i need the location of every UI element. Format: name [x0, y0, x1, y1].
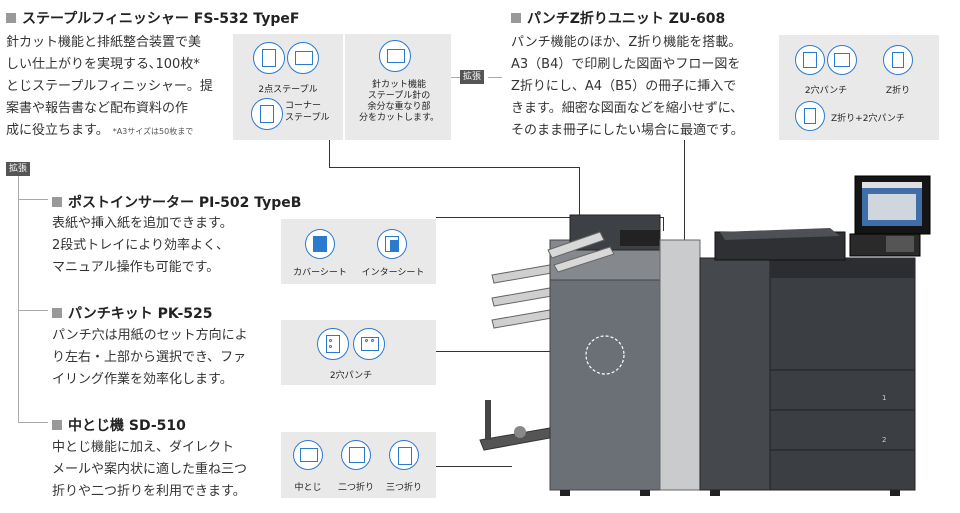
saddle-stitch-label: 中とじ	[294, 483, 322, 493]
pointer-line-staple	[329, 140, 330, 168]
zfold-label: Z折り	[885, 86, 911, 96]
bi-fold-label: 二つ折り	[337, 483, 374, 493]
bullet-square	[52, 420, 62, 430]
sd510-description: 中とじ機能に加え、ダイレクトメールや案内状に適した重ね三つ折りや二つ折りを利用で…	[52, 440, 248, 499]
fs532-description: 針カット機能と排紙整合装置で美 しい仕上がりを実現する､100枚* とじステープ…	[6, 35, 213, 138]
zfold-unit	[659, 239, 701, 491]
fs532-icon-panel: 2点ステープル コーナーステープル 針カット機能ステープル針の余分な重なり部分を…	[233, 34, 451, 140]
bullet-square	[52, 308, 62, 318]
punch-a-icon	[795, 45, 825, 75]
needle-cut-icon	[379, 40, 411, 72]
connector-line	[451, 77, 461, 78]
punch-horizontal-icon	[353, 328, 385, 360]
staple-a-icon	[253, 42, 285, 74]
corner-staple-icon	[251, 98, 283, 130]
pointer-line-inserter	[436, 217, 664, 218]
sd510-title: 中とじ機 SD-510	[52, 415, 186, 435]
tri-fold-icon	[389, 440, 419, 470]
tray-number-1: 1	[882, 394, 886, 402]
inter-sheet-icon	[377, 229, 407, 259]
pk525-description: パンチ穴は用紙のセット方向により左右・上部から選択でき、ファイリング作業を効率化…	[52, 328, 248, 387]
pointer-line-staple	[579, 167, 580, 217]
finisher-body	[549, 239, 661, 491]
tray-number-2: 2	[882, 436, 886, 444]
expand-tag-left: 拡張	[6, 162, 31, 176]
punch-highlight-circle	[585, 335, 625, 375]
pi502-description: 表紙や挿入紙を追加できます。2段式トレイにより効率よく、マニュアル操作も可能です…	[52, 216, 233, 275]
zfold-punch-icon	[795, 101, 825, 131]
tree-branch-line	[18, 199, 48, 200]
finisher-trays	[491, 264, 553, 329]
pointer-line-saddle	[436, 466, 512, 467]
bullet-square	[511, 13, 521, 23]
pk525-icon-panel: 2穴パンチ	[281, 320, 436, 385]
fs532-note: *A3サイズは50枚まで	[112, 127, 194, 136]
panel-divider	[343, 34, 345, 140]
pointer-line-punch	[436, 351, 590, 352]
needle-cut-label: 針カット機能ステープル針の余分な重なり部分をカットします。	[358, 80, 440, 123]
corner-staple-label: コーナーステープル	[285, 101, 330, 123]
punch-vertical-icon	[317, 328, 349, 360]
tree-trunk-line	[18, 176, 19, 422]
zu608-icon-panel: 2穴パンチ Z折り Z折り+2穴パンチ	[779, 35, 939, 140]
pointer-line-staple	[329, 167, 580, 168]
fs532-title: ステープルフィニッシャー FS-532 TypeF	[6, 8, 299, 28]
expand-tag-top: 拡張	[460, 70, 485, 84]
punch-b-icon	[827, 45, 857, 75]
inter-sheet-label: インターシート	[361, 268, 425, 278]
pointer-line-inserter	[663, 217, 664, 231]
pi502-title: ポストインサーター PI-502 TypeB	[52, 192, 301, 212]
tree-branch-line	[18, 422, 48, 423]
printer-illustration: 1 2	[479, 175, 931, 496]
bullet-square	[6, 13, 16, 23]
zfold-punch-label: Z折り+2穴パンチ	[831, 114, 905, 124]
saddle-stitch-icon	[293, 440, 323, 470]
staple2-label: 2点ステープル	[258, 85, 318, 95]
staple-b-icon	[287, 42, 319, 74]
z-fold-icon	[883, 45, 913, 75]
cover-sheet-icon	[305, 229, 335, 259]
punch2-kit-label: 2穴パンチ	[329, 371, 373, 381]
bullet-square	[52, 197, 62, 207]
pk525-title: パンチキット PK-525	[52, 303, 213, 323]
cover-sheet-label: カバーシート	[293, 268, 347, 278]
pointer-line-zfold	[684, 140, 685, 326]
tri-fold-label: 三つ折り	[385, 483, 422, 493]
pi502-icon-panel: カバーシート インターシート	[281, 219, 436, 284]
zu608-title: パンチZ折りユニット ZU-608	[511, 8, 725, 28]
punch2-label: 2穴パンチ	[804, 86, 848, 96]
tree-branch-line	[18, 310, 48, 311]
bi-fold-icon	[341, 440, 371, 470]
connector-line	[488, 77, 502, 78]
sd510-icon-panel: 中とじ 二つ折り 三つ折り	[281, 432, 436, 498]
